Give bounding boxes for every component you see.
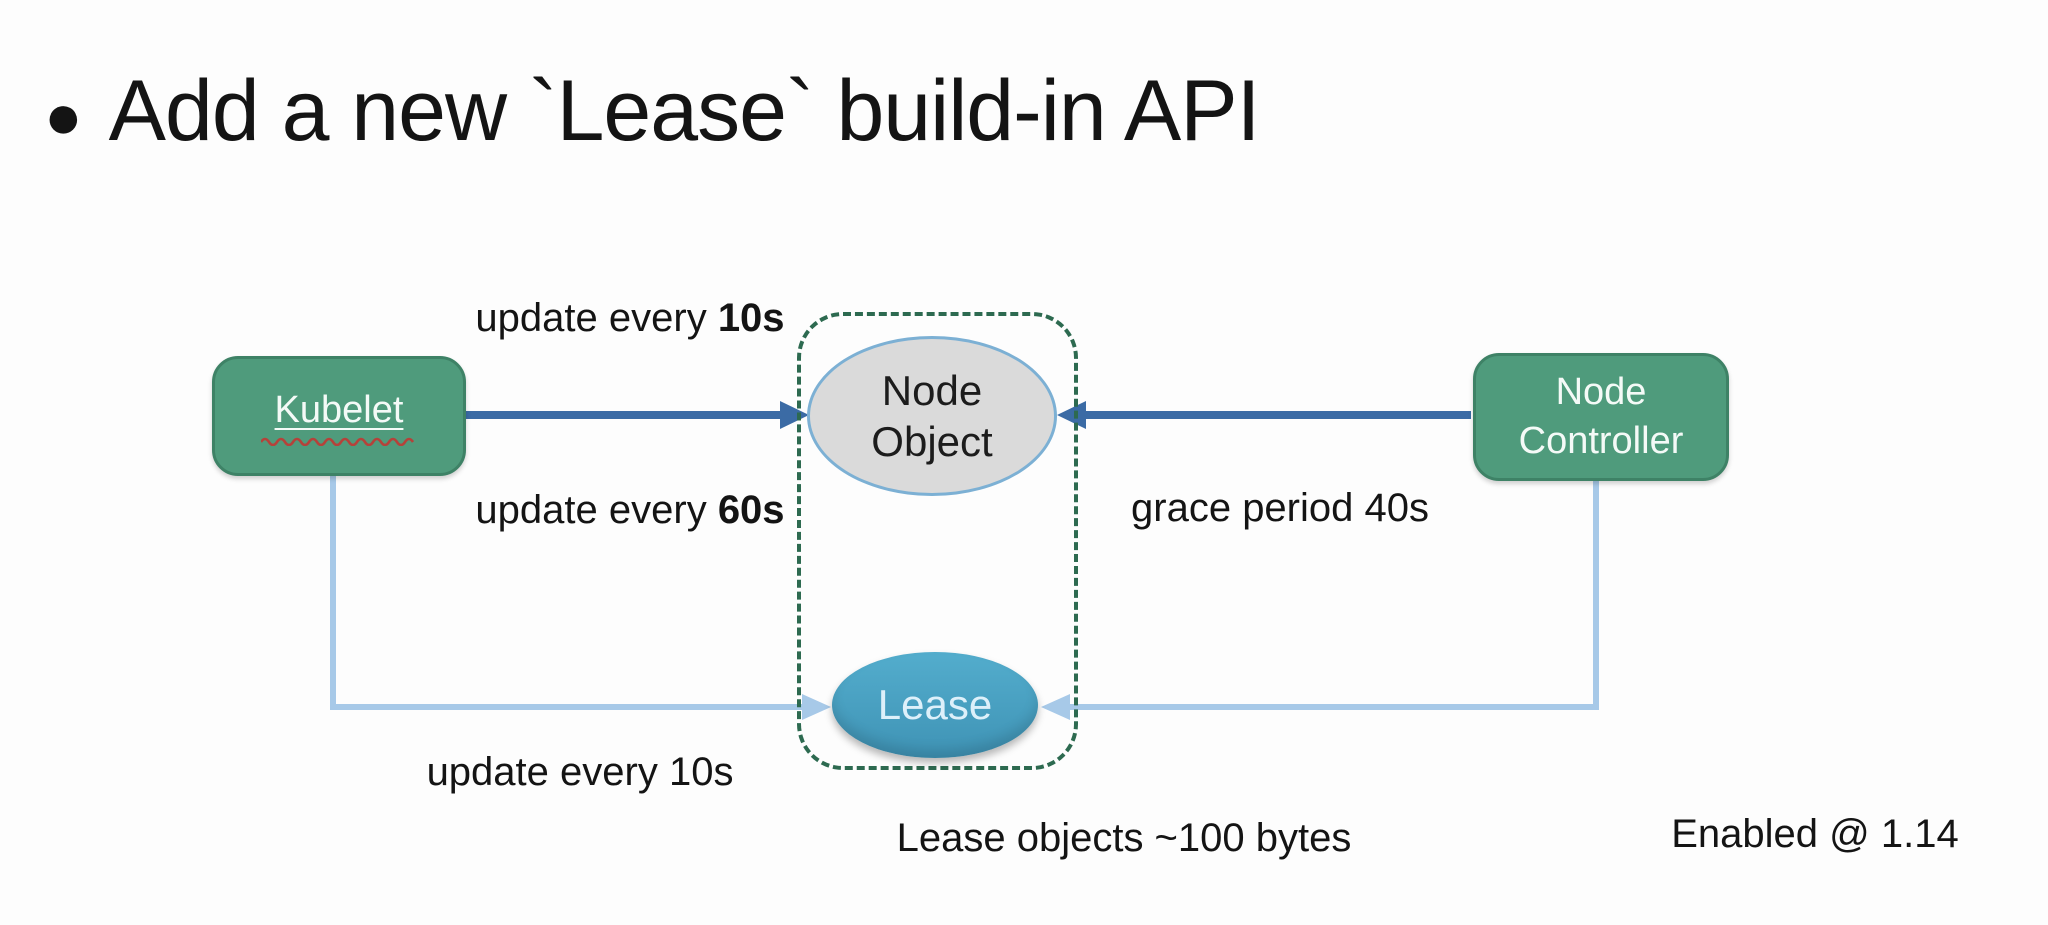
label-update-every-10s-lease: update every 10s <box>426 750 734 794</box>
label-update-every-60s: update every 60s <box>428 488 832 533</box>
label-update-60s-bold: 60s <box>717 488 785 532</box>
node-node-object: Node Object <box>807 336 1057 496</box>
label-update-every-10s: update every 10s <box>428 296 832 341</box>
label-update-10s-bold: 10s <box>717 296 785 340</box>
slide-title-row: ● Add a new `Lease` build-in API <box>44 62 1261 161</box>
label-grace-period: grace period 40s <box>1131 486 1429 530</box>
label-update-60s-prefix: update every <box>475 488 718 532</box>
arrow-kubelet-to-node-object <box>462 401 809 429</box>
page-title: Add a new `Lease` build-in API <box>108 63 1261 159</box>
node-node-controller: Node Controller <box>1473 353 1729 481</box>
node-kubelet: Kubelet <box>212 356 466 476</box>
lease-label: Lease <box>877 681 993 728</box>
label-update-10s-prefix: update every <box>475 296 718 340</box>
spellcheck-squiggle-icon <box>261 438 415 447</box>
node-controller-label-line2: Controller <box>1518 420 1684 462</box>
label-enabled-version: Enabled @ 1.14 <box>1671 812 1959 856</box>
node-controller-label-line1: Node <box>1555 371 1647 414</box>
title-bullet-icon: ● <box>44 79 83 152</box>
arrow-node-controller-to-node-object <box>1057 401 1471 429</box>
node-object-label-line1: Node <box>881 366 983 414</box>
label-lease-objects-size: Lease objects ~100 bytes <box>896 816 1352 860</box>
node-lease: Lease <box>832 652 1038 758</box>
lease-api-dashed-group <box>797 312 1078 770</box>
kubelet-label: Kubelet <box>274 388 404 431</box>
node-object-label-line2: Object <box>871 418 993 465</box>
